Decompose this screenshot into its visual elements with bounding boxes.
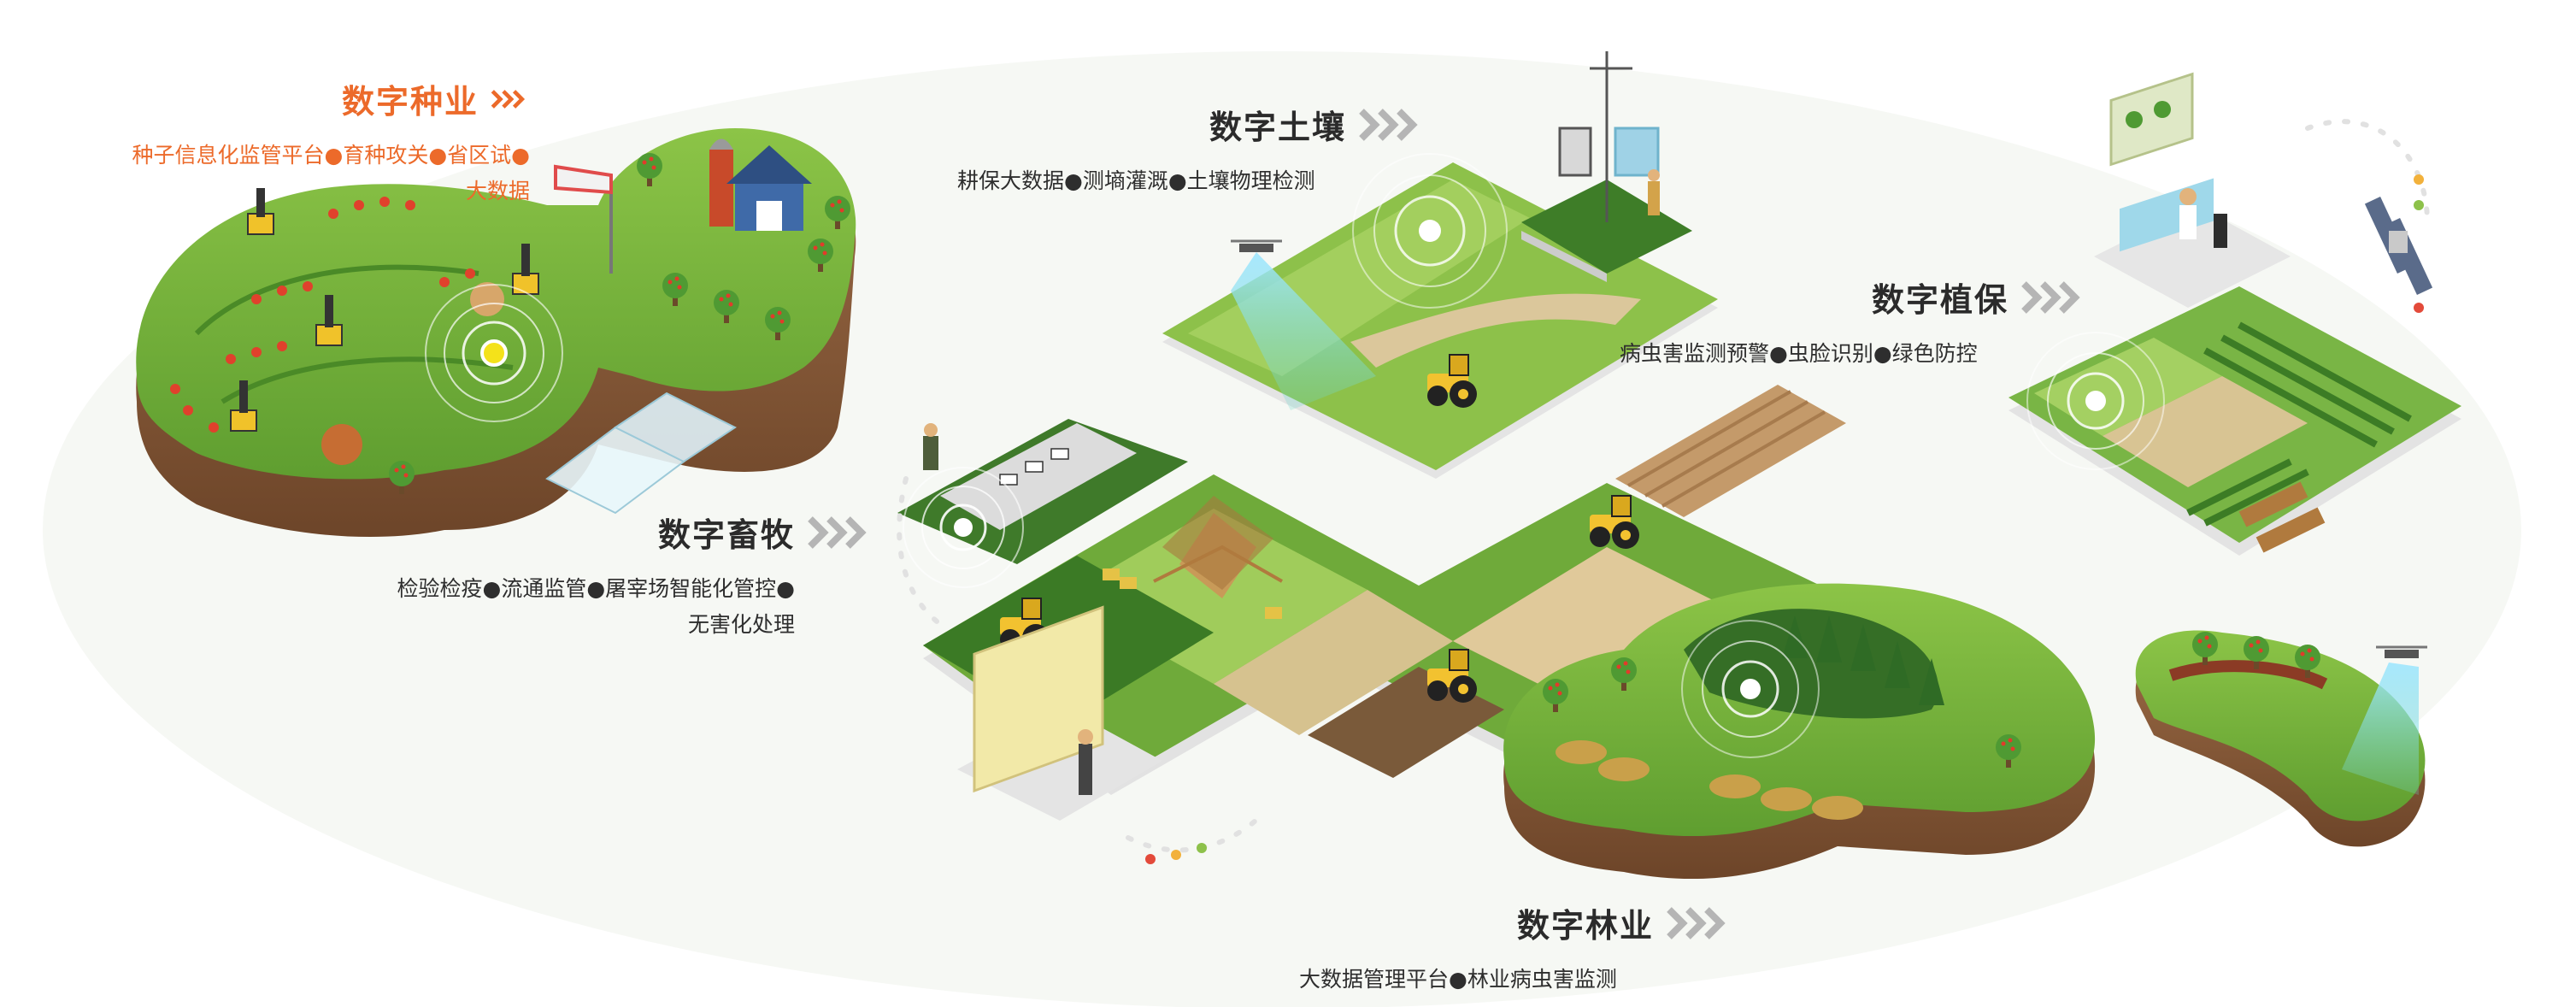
chevron-right-icon bbox=[491, 89, 526, 109]
soil-platform bbox=[1162, 51, 1718, 479]
soil-label: 数字土壤 耕保大数据●测墒灌溉●土壤物理检测 bbox=[957, 101, 1470, 199]
livestock-label: 数字畜牧 检验检疫●流通监管●屠宰场智能化管控● 无害化处理 bbox=[368, 509, 880, 643]
livestock-title: 数字畜牧 bbox=[658, 516, 796, 554]
seed-line-1: 种子信息化监管平台●育种攻关●省区试● bbox=[132, 143, 530, 168]
weather-station-icon bbox=[1558, 51, 1660, 222]
seed-island bbox=[136, 128, 856, 538]
plant-protection-platform bbox=[2008, 72, 2461, 556]
drone-icon bbox=[1231, 239, 1376, 410]
drone-icon bbox=[2342, 645, 2427, 795]
crop-row bbox=[1556, 740, 1863, 820]
seed-label: 数字种业 种子信息化监管平台●育种攻关●省区试● 大数据 bbox=[51, 75, 530, 209]
seed-ripple-marker bbox=[425, 284, 563, 422]
seed-line-2: 大数据 bbox=[465, 179, 530, 203]
hay-bale-icon bbox=[1103, 568, 1282, 619]
fence bbox=[1153, 545, 1283, 583]
forest-ripple-marker bbox=[1681, 620, 1820, 758]
barn-icon bbox=[709, 138, 812, 231]
forest-title: 数字林业 bbox=[1517, 907, 1655, 945]
seed-title: 数字种业 bbox=[342, 83, 479, 121]
greenhouse-icon bbox=[545, 392, 737, 515]
forest-line-1: 大数据管理平台●林业病虫害监测 bbox=[1299, 967, 1617, 992]
office-desk-icon bbox=[2094, 178, 2291, 308]
soil-line-1: 耕保大数据●测墒灌溉●土壤物理检测 bbox=[957, 168, 1315, 193]
soil-title: 数字土壤 bbox=[1209, 109, 1347, 146]
plant-title: 数字植保 bbox=[1872, 281, 2009, 319]
farmer-icon bbox=[1648, 169, 1660, 215]
robot-arm-joint-icon bbox=[239, 188, 530, 413]
chevron-right-icon bbox=[1359, 108, 1418, 141]
plant-label: 数字植保 病虫害监测预警●虫脸识别●绿色防控 bbox=[1620, 274, 2132, 372]
satellite-icon bbox=[2364, 196, 2433, 296]
windsock-icon bbox=[554, 164, 613, 274]
small-hill bbox=[2135, 630, 2427, 847]
livestock-line-2: 无害化处理 bbox=[687, 612, 795, 637]
chevron-right-icon bbox=[808, 515, 867, 549]
chevron-right-icon bbox=[2021, 280, 2080, 314]
forest-hill bbox=[1503, 583, 2096, 880]
plant-ripple-marker bbox=[2026, 332, 2165, 470]
operator-screen-icon bbox=[957, 605, 1162, 821]
monitor-screen-icon bbox=[2109, 72, 2194, 167]
forest-label: 数字林业 大数据管理平台●林业病虫害监测 bbox=[1299, 899, 1812, 998]
shelter-icon bbox=[1162, 496, 1273, 598]
soil-ripple-marker bbox=[1352, 153, 1508, 309]
raised-bed-icon bbox=[2238, 481, 2326, 553]
connection-dots bbox=[1145, 174, 2424, 864]
livestock-line-1: 检验检疫●流通监管●屠宰场智能化管控● bbox=[397, 576, 795, 601]
red-crop-rows bbox=[170, 197, 475, 433]
chevron-right-icon bbox=[1667, 906, 1726, 939]
livestock-ripple-marker bbox=[903, 467, 1024, 588]
plant-line-1: 病虫害监测预警●虫脸识别●绿色防控 bbox=[1620, 341, 1978, 366]
robot-arm-icon bbox=[230, 213, 539, 432]
